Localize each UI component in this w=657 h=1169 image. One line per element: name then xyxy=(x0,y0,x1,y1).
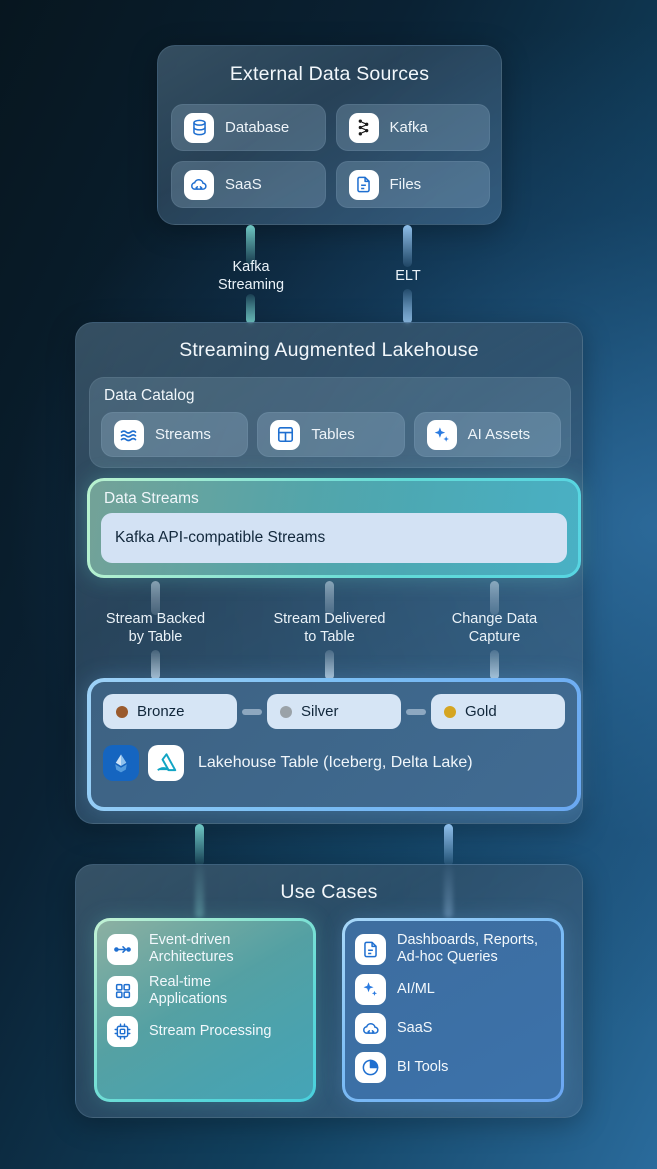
connector-change-data-capture-lower xyxy=(490,650,499,680)
connector-elt-upper xyxy=(403,225,412,267)
use-case-label: SaaS xyxy=(397,1020,433,1036)
lakehouse-table-inner: Bronze Silver Gold xyxy=(91,682,577,807)
external-data-sources-panel: External Data Sources Database Kafka xyxy=(157,45,502,225)
medallion-label: Silver xyxy=(301,703,339,720)
connector-change-data-capture-upper xyxy=(490,581,499,615)
catalog-item-tables[interactable]: Tables xyxy=(257,412,405,457)
data-catalog-chips: Streams Tables AI Assets xyxy=(101,412,561,457)
connector-label-elt: ELT xyxy=(395,268,421,284)
delta-lake-icon xyxy=(148,745,184,781)
external-data-sources-title: External Data Sources xyxy=(229,63,430,85)
catalog-item-streams[interactable]: Streams xyxy=(101,412,249,457)
catalog-label: Streams xyxy=(155,426,211,443)
source-label: Kafka xyxy=(389,119,428,136)
medallion-bronze[interactable]: Bronze xyxy=(103,694,237,729)
data-catalog-subpanel: Data Catalog Streams Tab xyxy=(89,377,571,468)
use-case-real-time-applications[interactable]: Real-time Applications xyxy=(107,974,303,1008)
connector-label-kafka-streaming: Kafka Streaming xyxy=(217,259,285,293)
use-cases-analytics-card-inner: Dashboards, Reports, Ad-hoc Queries AI/M… xyxy=(345,921,561,1099)
gold-dot-icon xyxy=(444,705,456,718)
kafka-stream-label: Kafka API-compatible Streams xyxy=(115,529,326,546)
source-label: Database xyxy=(225,119,290,136)
external-data-sources-grid: Database Kafka SaaS xyxy=(171,104,490,208)
medallion-label: Bronze xyxy=(137,703,185,720)
use-case-label: Event-driven Architectures xyxy=(149,932,234,965)
catalog-label: AI Assets xyxy=(467,426,531,443)
sparkle-ai-icon xyxy=(355,974,386,1005)
waves-icon xyxy=(114,419,144,450)
file-document-icon xyxy=(348,169,379,200)
data-catalog-title: Data Catalog xyxy=(104,387,195,404)
use-cases-streaming-card: Event-driven Architectures Real-time App… xyxy=(94,918,316,1102)
saas-cloud-icon xyxy=(184,169,214,200)
data-streams-title: Data Streams xyxy=(104,490,199,507)
use-cases-title: Use Cases xyxy=(280,881,378,903)
catalog-label: Tables xyxy=(311,426,355,443)
kafka-icon xyxy=(348,112,379,143)
medallion-link-bronze-silver xyxy=(242,708,262,715)
connector-kafka-streaming-upper xyxy=(246,225,255,265)
source-label: Files xyxy=(389,176,422,193)
lakehouse-table-format-row: Lakehouse Table (Iceberg, Delta Lake) xyxy=(103,744,565,782)
streaming-augmented-lakehouse-panel: Streaming Augmented Lakehouse Data Catal… xyxy=(75,322,583,824)
use-case-label: Dashboards, Reports, Ad-hoc Queries xyxy=(397,932,539,965)
connector-lakehouse-to-usecases-right xyxy=(444,824,453,866)
connector-lakehouse-to-usecases-left xyxy=(195,824,204,866)
use-case-stream-processing[interactable]: Stream Processing xyxy=(107,1016,303,1047)
cpu-chip-icon xyxy=(107,1016,138,1047)
source-item-database[interactable]: Database xyxy=(171,104,326,151)
use-cases-analytics-card: Dashboards, Reports, Ad-hoc Queries AI/M… xyxy=(342,918,564,1102)
source-item-saas[interactable]: SaaS xyxy=(171,161,326,208)
medallion-label: Gold xyxy=(465,703,497,720)
lakehouse-table-subpanel: Bronze Silver Gold xyxy=(87,678,581,811)
use-case-saas[interactable]: SaaS xyxy=(355,1013,551,1044)
table-grid-icon xyxy=(270,419,301,450)
use-case-label: Real-time Applications xyxy=(149,974,228,1007)
sparkle-ai-icon xyxy=(426,419,457,450)
use-case-ai-ml[interactable]: AI/ML xyxy=(355,974,551,1005)
connector-label-stream-delivered-to-table: Stream Delivered to Table xyxy=(273,611,386,645)
medallion-link-silver-gold xyxy=(406,708,426,715)
use-case-bi-tools[interactable]: BI Tools xyxy=(355,1052,551,1083)
lakehouse-title: Streaming Augmented Lakehouse xyxy=(179,339,479,361)
silver-dot-icon xyxy=(280,705,292,718)
connector-stream-backed-lower xyxy=(151,650,160,680)
apps-grid-icon xyxy=(107,975,138,1007)
use-case-event-driven-architectures[interactable]: Event-driven Architectures xyxy=(107,932,303,966)
event-flow-icon xyxy=(107,933,138,965)
source-item-files[interactable]: Files xyxy=(335,161,490,208)
catalog-item-ai-assets[interactable]: AI Assets xyxy=(413,412,561,457)
data-streams-inner: Data Streams Kafka API-compatible Stream… xyxy=(90,481,578,575)
use-case-label: AI/ML xyxy=(397,981,435,997)
connector-label-change-data-capture: Change Data Capture xyxy=(451,611,538,645)
data-streams-subpanel: Data Streams Kafka API-compatible Stream… xyxy=(87,478,581,578)
file-document-icon xyxy=(355,933,386,965)
use-cases-streaming-card-inner: Event-driven Architectures Real-time App… xyxy=(97,921,313,1099)
iceberg-icon xyxy=(103,745,139,781)
source-label: SaaS xyxy=(225,176,262,193)
connector-stream-delivered-lower xyxy=(325,650,334,680)
database-icon xyxy=(184,112,214,143)
kafka-api-compatible-streams-box[interactable]: Kafka API-compatible Streams xyxy=(101,513,567,563)
pie-chart-icon xyxy=(355,1052,386,1083)
use-case-label: Stream Processing xyxy=(149,1023,272,1039)
lakehouse-table-format-label: Lakehouse Table (Iceberg, Delta Lake) xyxy=(198,754,473,771)
connector-stream-delivered-upper xyxy=(325,581,334,615)
connector-elt-lower xyxy=(403,289,412,324)
saas-cloud-icon xyxy=(355,1013,386,1044)
use-cases-panel: Use Cases Event-driven Architectures xyxy=(75,864,583,1118)
use-case-label: BI Tools xyxy=(397,1059,449,1075)
medallion-silver[interactable]: Silver xyxy=(267,694,401,729)
bronze-dot-icon xyxy=(116,705,128,718)
connector-kafka-streaming-lower xyxy=(246,294,255,324)
use-case-dashboards-reports[interactable]: Dashboards, Reports, Ad-hoc Queries xyxy=(355,932,551,966)
connector-label-stream-backed-by-table: Stream Backed by Table xyxy=(105,611,206,645)
source-item-kafka[interactable]: Kafka xyxy=(335,104,490,151)
connector-stream-backed-upper xyxy=(151,581,160,615)
medallion-layers: Bronze Silver Gold xyxy=(103,694,565,729)
medallion-gold[interactable]: Gold xyxy=(431,694,565,729)
